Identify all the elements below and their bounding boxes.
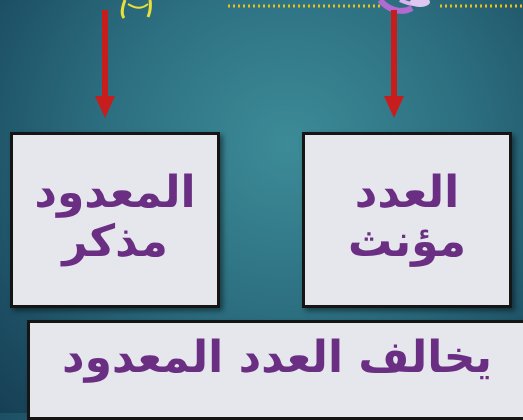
arrow-down-icon (95, 10, 115, 118)
feminine-label: مؤنث (348, 216, 466, 267)
feminine-number-box: العدد مؤنث (302, 132, 512, 308)
number-label: العدد (354, 166, 460, 218)
masculine-counted-box: المعدود مذكر (10, 132, 220, 308)
arrow-down-icon (384, 10, 404, 118)
top-decoration (120, 0, 523, 19)
counted-label: المعدود (34, 166, 196, 218)
masculine-label: مذكر (62, 216, 168, 267)
rule-box: يخالف العدد المعدود (27, 320, 523, 420)
rule-text: يخالف العدد المعدود (61, 332, 493, 383)
